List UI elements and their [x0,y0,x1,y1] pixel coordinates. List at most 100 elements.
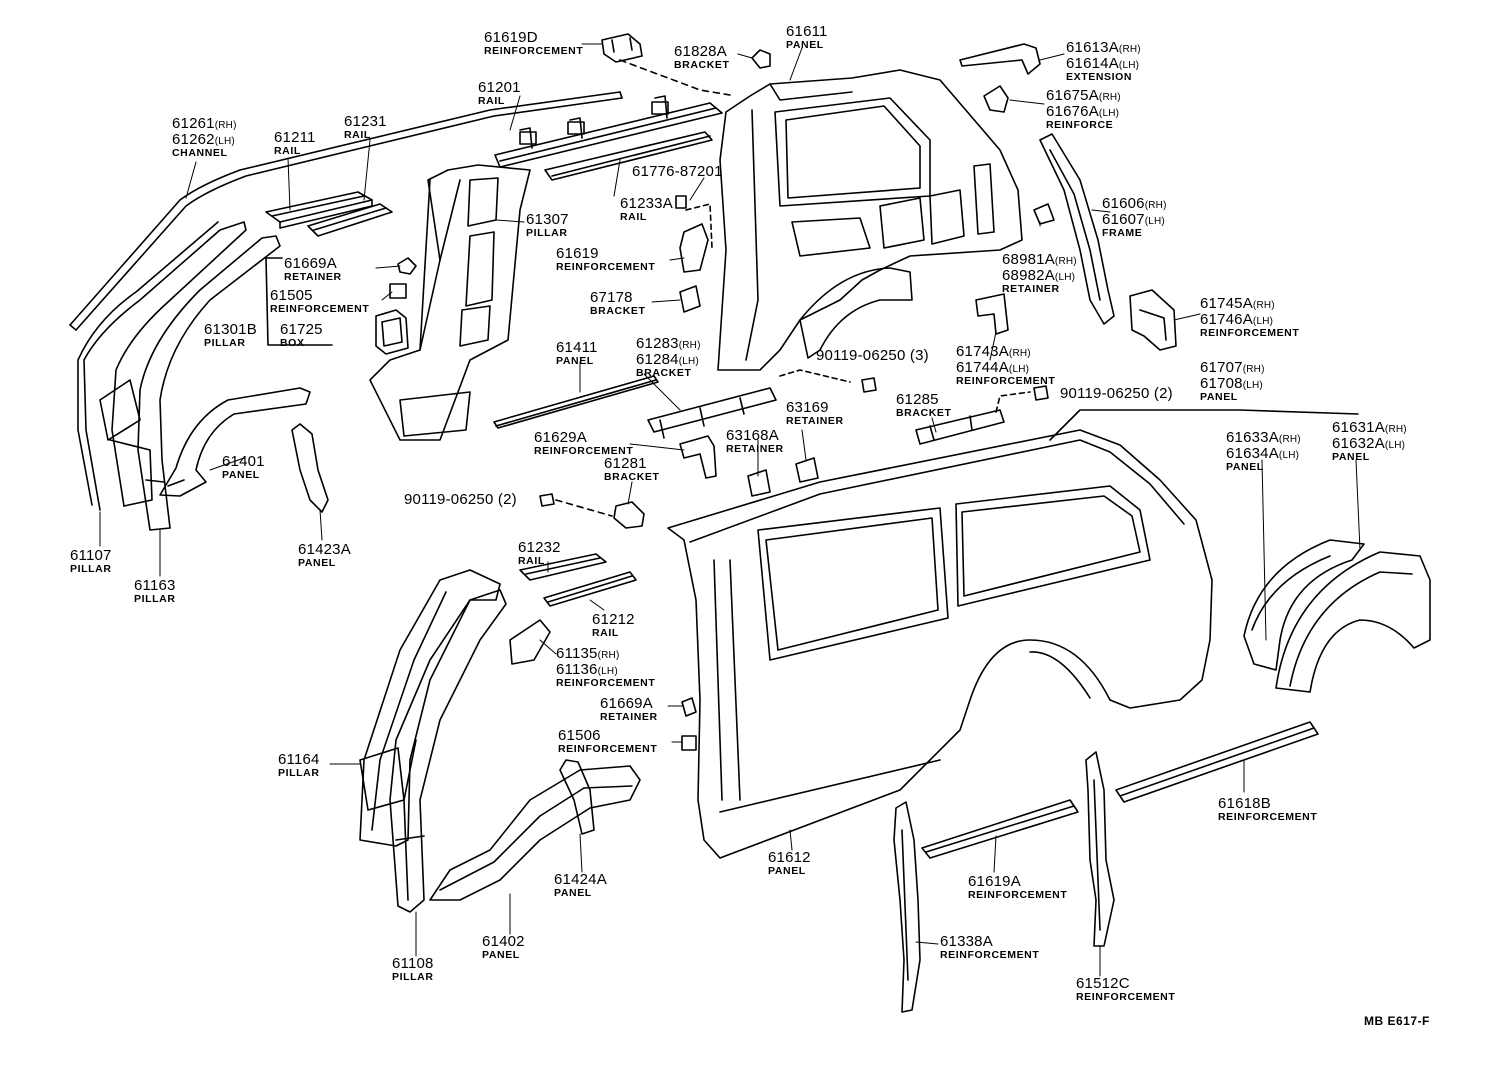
bracket-61828A-drawing [752,50,770,68]
part-label-61776: 61776-87201 [632,163,723,180]
panel-61401-drawing [160,388,310,496]
panel-61633A-drawing [1244,540,1364,670]
panel-61611-drawing [718,70,1022,370]
bolt-90119-2b-drawing [1034,386,1048,400]
part-label-61743A: 61743A(RH)61744A(LH)REINFORCEMENT [956,343,1056,387]
rail-61231-drawing [308,204,392,236]
reinforcement-61745A-drawing [1130,290,1176,350]
pillar-61307-drawing [370,165,530,440]
diagram-code: MB E617-F [1364,1014,1430,1028]
panel-61612-drawing [668,430,1212,858]
retainer-63169-drawing [796,458,818,482]
reinforcement-61743A-drawing [976,294,1008,334]
leader-61776 [686,204,712,248]
part-label-90119-2a: 90119-06250 (2) [404,491,517,508]
bracket-61283-drawing [648,388,776,438]
bolt-90119-3-drawing [862,378,876,392]
bracket-line-61707 [1050,410,1358,440]
retainer-63168A-drawing [748,470,770,496]
reinforcement-61338A-drawing [894,802,920,1012]
pillar-61164-drawing [360,570,500,846]
leader-90119-3 [780,370,850,382]
reinforcement-61512C-drawing [1086,752,1114,946]
bolt-90119-2a-drawing [540,494,554,506]
channel-61261-drawing [70,92,622,330]
retainer-61669A-top-drawing [398,258,416,274]
part-label-61675A: 61675A(RH)61676A(LH)REINFORCE [1046,87,1121,131]
part-label-68981A: 68981A(RH)68982A(LH)RETAINER [1002,251,1077,295]
frame-61606-drawing [1040,134,1114,324]
panel-61411-drawing [494,376,658,428]
part-label-90119-3: 90119-06250 (3) [816,347,929,364]
rail-61201-drawing [495,96,722,167]
part-label-61135: 61135(RH)61136(LH)REINFORCEMENT [556,645,656,689]
part-label-61707: 61707(RH)61708(LH)PANEL [1200,359,1265,403]
panel-61402-drawing [430,766,640,900]
reinforcement-61619D-drawing [602,34,642,62]
reinforcement-61618B-drawing [1116,722,1318,802]
reinforcement-61506-drawing [682,736,696,750]
part-label-61261: 61261(RH)61262(LH)CHANNEL [172,115,237,159]
part-label-61613A: 61613A(RH)61614A(LH)EXTENSION [1066,39,1141,83]
rail-61232-drawing [520,554,606,580]
part-label-61745A: 61745A(RH)61746A(LH)REINFORCEMENT [1200,295,1300,339]
reinforcement-61619-drawing [676,196,708,272]
rail-61233A-drawing [545,132,712,180]
leader-90119-2a [556,500,612,516]
retainer-61669A-low-drawing [682,698,696,716]
bracket-61285-drawing [916,410,1004,444]
part-label-61633A: 61633A(RH)61634A(LH)PANEL [1226,429,1301,473]
pillar-61108-drawing [390,590,506,912]
reinforcement-61505-drawing [390,284,406,298]
pillar-61163-drawing [138,236,280,530]
leader-61619D [620,60,730,95]
reinforcement-61629A-drawing [680,436,716,478]
panel-61423A-drawing [292,424,328,512]
part-label-61631A: 61631A(RH)61632A(LH)PANEL [1332,419,1407,463]
rail-61211-drawing [266,192,372,228]
panel-61631A-drawing [1276,552,1430,692]
leader-lines [100,44,1360,976]
box-61725-drawing [376,310,408,354]
pillar-61107-drawing [78,222,246,510]
bracket-61281-drawing [614,502,644,528]
retainer-68981A-drawing [1034,204,1054,224]
part-label-61606: 61606(RH)61607(LH)FRAME [1102,195,1167,239]
reinforce-61675A-drawing [984,86,1008,112]
rail-61212-drawing [544,572,636,606]
part-label-61283: 61283(RH)61284(LH)BRACKET [636,335,701,379]
